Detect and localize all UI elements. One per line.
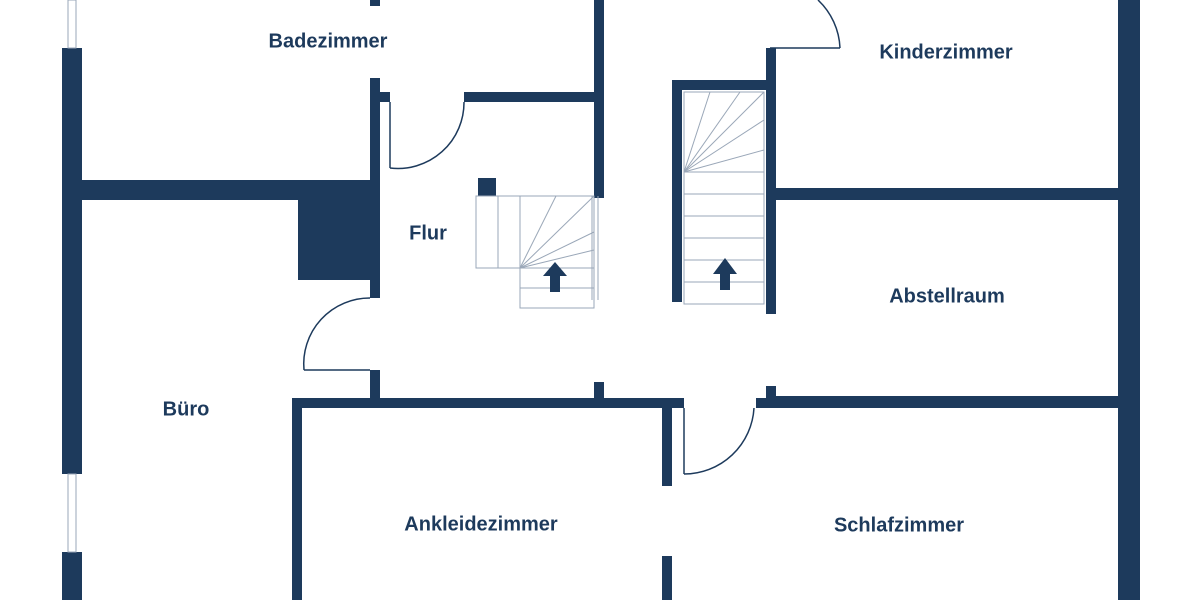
stair-up-arrow-icon	[543, 262, 567, 292]
room-label-flur: Flur	[409, 222, 447, 245]
room-label-schlafzimmer: Schlafzimmer	[833, 514, 965, 537]
wall-ankleide-schlaf-upper	[662, 398, 672, 486]
wall-corridor-bottom-right	[756, 398, 1120, 408]
room-label-buero: Büro	[162, 398, 210, 421]
wall-stub-corridor	[668, 398, 684, 408]
stair-wall-left	[672, 80, 682, 302]
wall-bad-flur-top	[464, 92, 600, 102]
door-schlafzimmer	[683, 407, 755, 475]
door-buero	[302, 297, 371, 371]
chimney-block	[298, 190, 378, 280]
wall-flur-left-lower	[370, 370, 380, 400]
wall-stub-center	[594, 382, 604, 400]
stair-wall-right	[766, 48, 776, 314]
outer-wall-right	[1118, 0, 1140, 600]
stair-left	[475, 178, 599, 309]
room-label-ankleidezimmer: Ankleidezimmer	[404, 513, 558, 536]
wall-corridor-bottom	[292, 398, 668, 408]
wall-bad-door-jamb	[378, 92, 390, 102]
room-label-abstellraum: Abstellraum	[889, 285, 1005, 308]
wall-stub-bad	[370, 0, 380, 6]
door-kinderzimmer	[770, 0, 841, 49]
wall-ankleide-schlaf-lower	[662, 556, 672, 600]
stair-up-arrow-icon	[713, 258, 737, 290]
wall-central-vertical	[594, 0, 604, 198]
room-label-kinderzimmer: Kinderzimmer	[879, 41, 1013, 64]
door-badezimmer	[389, 101, 465, 170]
outer-wall-left	[62, 0, 82, 600]
wall-stub-abstell	[766, 386, 776, 400]
wall-buero-ankleide	[292, 398, 302, 600]
wall-kinder-abstell	[776, 188, 1120, 200]
wall-flur-left-upper	[370, 78, 380, 298]
stair-wall-top	[672, 80, 776, 90]
room-label-badezimmer: Badezimmer	[268, 30, 388, 53]
